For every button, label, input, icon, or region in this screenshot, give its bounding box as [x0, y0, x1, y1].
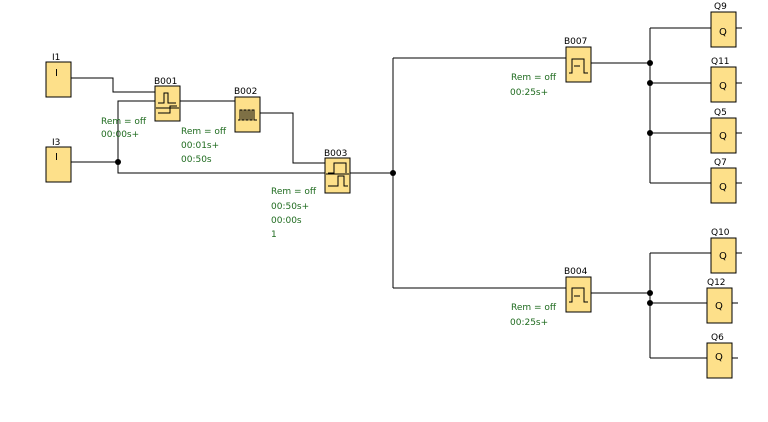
output-q9-label: Q9 — [714, 2, 727, 12]
interval-timer-icon — [569, 287, 588, 303]
junction-dot — [647, 130, 653, 136]
input-i3-box[interactable] — [45, 146, 72, 183]
on-delay-output-icon — [158, 105, 177, 114]
output-q7-label: Q7 — [714, 158, 727, 168]
block-b001-param-1: 00:00s+ — [101, 130, 139, 140]
input-i1-label: I1 — [52, 53, 60, 63]
output-q5-label: Q5 — [714, 108, 727, 118]
block-b004[interactable]: B004 Rem = off 00:25s+ — [510, 267, 592, 328]
output-q7[interactable]: Q7 Q — [710, 158, 737, 204]
block-b002-label: B002 — [234, 87, 257, 97]
output-q10-symbol: Q — [719, 251, 727, 262]
block-b004-param-1: 00:25s+ — [510, 318, 548, 328]
wire-i1-b001 — [71, 77, 155, 93]
output-q6-box[interactable] — [706, 342, 733, 379]
output-q12[interactable]: Q12 Q — [706, 278, 733, 324]
output-q6[interactable]: Q6 Q — [706, 333, 733, 379]
block-b001-param-0: Rem = off — [101, 117, 147, 127]
block-b002-param-0: Rem = off — [181, 127, 227, 137]
block-b007-param-0: Rem = off — [511, 73, 557, 83]
junction-dot — [647, 80, 653, 86]
output-q6-symbol: Q — [715, 352, 723, 363]
input-i3-symbol: I — [55, 152, 58, 163]
junctions — [115, 60, 653, 306]
output-q5-symbol: Q — [719, 131, 727, 142]
block-b003-label: B003 — [324, 149, 347, 159]
block-b001[interactable]: B001 Rem = off 00:00s+ — [101, 77, 193, 140]
interval-timer-icon — [569, 58, 588, 74]
output-q11[interactable]: Q11 Q — [710, 57, 737, 103]
junction-dot — [390, 170, 396, 176]
block-b004-param-0: Rem = off — [511, 303, 557, 313]
output-q5[interactable]: Q5 Q — [710, 108, 737, 154]
output-q9-symbol: Q — [719, 27, 727, 38]
block-b001-label: B001 — [154, 77, 177, 87]
pulse-generator-icon — [238, 109, 257, 121]
block-b003-param-3: 1 — [271, 230, 277, 240]
output-q12-label: Q12 — [707, 278, 726, 288]
output-q9-box[interactable] — [710, 11, 737, 48]
wire-b002-b003 — [272, 112, 325, 164]
block-b002-param-1: 00:01s+ — [181, 141, 219, 151]
junction-dot — [647, 60, 653, 66]
output-q6-label: Q6 — [711, 333, 724, 343]
block-b002-param-2: 00:50s — [181, 155, 212, 165]
output-q7-box[interactable] — [710, 167, 737, 204]
block-b002[interactable]: B002 Rem = off 00:01s+ 00:50s — [181, 87, 272, 165]
wire-i3-b001 — [117, 100, 155, 173]
output-q9[interactable]: Q9 Q — [710, 2, 737, 48]
block-b004-box[interactable] — [565, 276, 592, 313]
output-q10[interactable]: Q10 Q — [710, 228, 737, 274]
output-q10-label: Q10 — [711, 228, 730, 238]
input-i3-label: I3 — [52, 138, 60, 148]
output-q10-box[interactable] — [710, 237, 737, 274]
block-b007-box[interactable] — [565, 46, 592, 83]
on-delay-icon — [158, 92, 176, 104]
output-q5-box[interactable] — [710, 117, 737, 154]
block-b003-param-0: Rem = off — [271, 187, 317, 197]
output-q11-symbol: Q — [719, 81, 727, 92]
block-b004-label: B004 — [564, 267, 588, 277]
input-i3[interactable]: I3 I — [45, 138, 72, 183]
wire-i3-b003 — [117, 162, 325, 174]
block-b007-param-1: 00:25s+ — [510, 88, 548, 98]
junction-dot — [115, 159, 121, 165]
block-b007-label: B007 — [564, 37, 587, 47]
input-i1-symbol: I — [55, 68, 58, 79]
output-q11-box[interactable] — [710, 66, 737, 103]
input-i1-box[interactable] — [45, 61, 72, 98]
output-q11-label: Q11 — [711, 57, 730, 67]
block-b007[interactable]: B007 Rem = off 00:25s+ — [510, 37, 592, 98]
junction-dot — [647, 300, 653, 306]
output-q7-symbol: Q — [719, 182, 727, 193]
on-off-delay-output-icon — [328, 175, 348, 187]
input-i1[interactable]: I1 I — [45, 53, 72, 98]
output-q12-symbol: Q — [715, 301, 723, 312]
output-q12-box[interactable] — [706, 287, 733, 324]
junction-dot — [647, 290, 653, 296]
block-b003[interactable]: B003 Rem = off 00:50s+ 00:00s 1 — [271, 149, 351, 240]
block-b003-param-2: 00:00s — [271, 216, 302, 226]
on-off-delay-icon — [328, 162, 347, 174]
block-b003-param-1: 00:50s+ — [271, 202, 309, 212]
